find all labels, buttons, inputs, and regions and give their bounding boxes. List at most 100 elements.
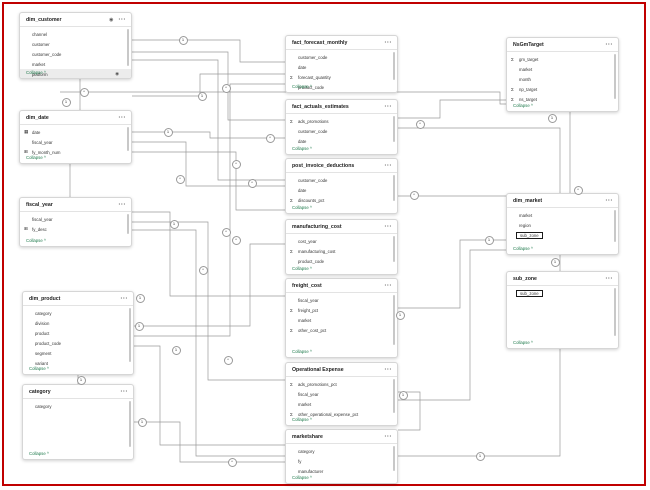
relationship-line[interactable] xyxy=(132,131,285,139)
collapse-link[interactable]: Collapse ^ xyxy=(26,238,46,243)
field-row[interactable]: date xyxy=(286,185,397,195)
relationship-line[interactable] xyxy=(398,239,506,309)
more-options-icon[interactable]: ··· xyxy=(384,223,392,230)
relationship-line[interactable] xyxy=(132,151,285,211)
more-options-icon[interactable]: ··· xyxy=(120,388,128,395)
field-row[interactable]: date xyxy=(286,62,397,72)
table-header[interactable]: dim_customer◉··· xyxy=(20,13,131,27)
table-header[interactable]: dim_product··· xyxy=(23,292,133,306)
table-header[interactable]: fact_actuals_estimates··· xyxy=(286,100,397,114)
relationship-line[interactable] xyxy=(134,83,285,337)
field-row[interactable]: customer_code xyxy=(286,175,397,185)
field-row[interactable]: category xyxy=(23,308,133,318)
field-row[interactable]: date xyxy=(286,136,397,146)
scrollbar[interactable] xyxy=(614,54,616,99)
more-options-icon[interactable]: ··· xyxy=(118,114,126,121)
scrollbar[interactable] xyxy=(393,379,395,413)
scrollbar[interactable] xyxy=(393,175,395,201)
field-row[interactable]: product_code xyxy=(286,82,397,92)
scrollbar[interactable] xyxy=(393,295,395,345)
scrollbar[interactable] xyxy=(393,446,395,471)
field-row[interactable]: product_code xyxy=(23,338,133,348)
field-row[interactable]: market xyxy=(286,399,397,409)
field-row[interactable]: product_code xyxy=(286,256,397,266)
collapse-link[interactable]: Collapse ^ xyxy=(29,451,49,456)
field-visibility-icon[interactable]: ◉ xyxy=(115,71,119,76)
more-options-icon[interactable]: ··· xyxy=(384,282,392,289)
relationship-line[interactable] xyxy=(398,391,421,431)
relationship-line[interactable] xyxy=(398,99,506,119)
more-options-icon[interactable]: ··· xyxy=(118,16,126,23)
collapse-link[interactable]: Collapse ^ xyxy=(292,205,312,210)
table-header[interactable]: sub_zone··· xyxy=(507,272,618,286)
more-options-icon[interactable]: ··· xyxy=(605,197,613,204)
scrollbar[interactable] xyxy=(129,308,131,362)
scrollbar[interactable] xyxy=(127,127,129,151)
collapse-link[interactable]: Collapse ^ xyxy=(26,70,46,75)
field-row[interactable]: customer xyxy=(20,39,131,49)
field-row[interactable]: month xyxy=(507,74,618,84)
collapse-link[interactable]: Collapse ^ xyxy=(292,146,312,151)
relationship-line[interactable] xyxy=(398,249,506,401)
relationship-line[interactable] xyxy=(398,349,561,457)
scrollbar[interactable] xyxy=(393,236,395,262)
relationship-line[interactable] xyxy=(134,345,285,446)
more-options-icon[interactable]: ··· xyxy=(384,103,392,110)
field-row[interactable]: platform◉ xyxy=(20,69,131,78)
field-row[interactable]: fiscal_year xyxy=(20,137,131,147)
more-options-icon[interactable]: ··· xyxy=(605,41,613,48)
collapse-link[interactable]: Collapse ^ xyxy=(513,246,533,251)
field-row[interactable]: sub_zone xyxy=(507,288,618,298)
collapse-link[interactable]: Collapse ^ xyxy=(292,349,312,354)
table-header[interactable]: fact_forecast_monthly··· xyxy=(286,36,397,50)
field-row[interactable]: manufacturer xyxy=(286,466,397,476)
more-options-icon[interactable]: ··· xyxy=(384,366,392,373)
more-options-icon[interactable]: ··· xyxy=(120,295,128,302)
scrollbar[interactable] xyxy=(127,29,129,66)
scrollbar[interactable] xyxy=(614,288,616,336)
field-row[interactable]: category xyxy=(286,446,397,456)
collapse-link[interactable]: Collapse ^ xyxy=(29,366,49,371)
relationship-line[interactable] xyxy=(132,221,285,381)
field-row[interactable]: region xyxy=(507,220,618,230)
field-row[interactable]: channel xyxy=(20,29,131,39)
table-header[interactable]: Operational Expense··· xyxy=(286,363,397,377)
field-row[interactable]: ⊞fy_month_num xyxy=(20,147,131,157)
field-row[interactable]: cost_year xyxy=(286,236,397,246)
field-row[interactable]: fy xyxy=(286,456,397,466)
field-row[interactable]: ⊞fy_desc xyxy=(20,224,131,234)
field-row[interactable]: product xyxy=(23,328,133,338)
more-options-icon[interactable]: ··· xyxy=(605,275,613,282)
more-options-icon[interactable]: ··· xyxy=(384,39,392,46)
collapse-link[interactable]: Collapse ^ xyxy=(292,84,312,89)
field-row[interactable]: market xyxy=(20,59,131,69)
more-options-icon[interactable]: ··· xyxy=(384,162,392,169)
scrollbar[interactable] xyxy=(127,214,129,234)
field-row[interactable]: category xyxy=(23,401,133,411)
more-options-icon[interactable]: ··· xyxy=(118,201,126,208)
field-row[interactable]: variant xyxy=(23,358,133,368)
collapse-link[interactable]: Collapse ^ xyxy=(513,340,533,345)
relationship-line[interactable] xyxy=(132,73,285,97)
field-row[interactable]: customer_code xyxy=(286,126,397,136)
scrollbar[interactable] xyxy=(614,210,616,242)
